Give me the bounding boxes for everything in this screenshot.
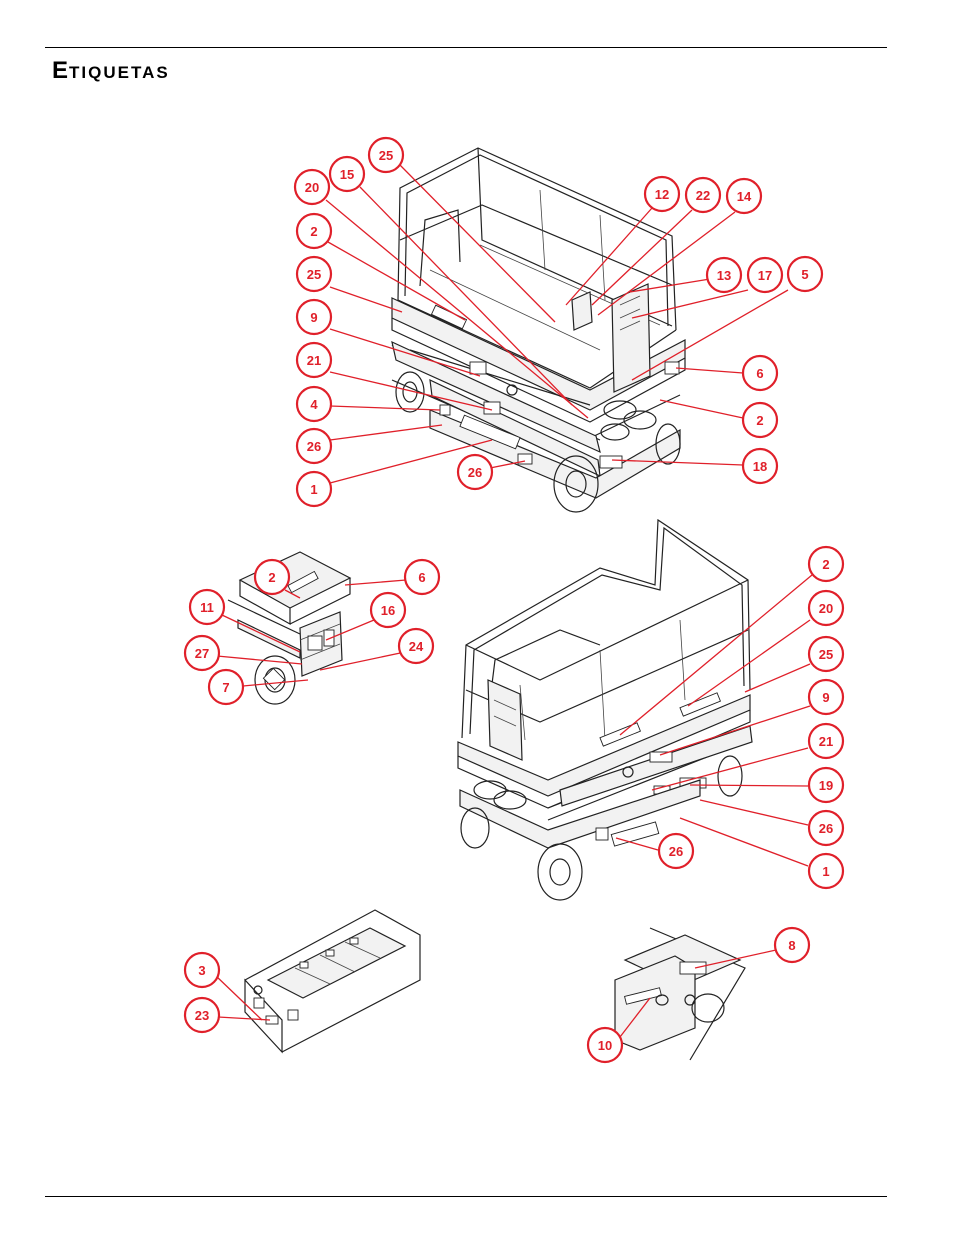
page-title-rest: TIQUETAS: [69, 63, 170, 82]
svg-text:21: 21: [307, 353, 321, 368]
callout-16: 16: [369, 591, 407, 629]
lift-view-middle: [457, 518, 753, 901]
callout-27: 27: [183, 634, 221, 672]
callout-9-b: 9: [807, 678, 845, 716]
bottom-rule: [45, 1196, 887, 1197]
callout-11: 11: [188, 588, 226, 626]
leader-lines: [214, 162, 813, 1038]
callout-20-b: 20: [807, 589, 845, 627]
svg-text:21: 21: [819, 734, 833, 749]
svg-text:26: 26: [819, 821, 833, 836]
callout-2-d: 2: [807, 545, 845, 583]
callout-4: 4: [295, 385, 333, 423]
svg-text:11: 11: [200, 600, 214, 615]
svg-text:9: 9: [822, 690, 829, 705]
callout-23: 23: [183, 996, 221, 1034]
callout-2-c: 2: [253, 558, 291, 596]
callout-25-a: 25: [367, 136, 405, 174]
svg-text:20: 20: [819, 601, 833, 616]
control-compartment-view: [614, 927, 746, 1061]
callout-7: 7: [207, 668, 245, 706]
callout-24: 24: [397, 627, 435, 665]
top-rule: [45, 47, 887, 48]
svg-text:17: 17: [758, 268, 772, 283]
page-title-initial: E: [52, 57, 70, 84]
callout-20-a: 20: [293, 168, 331, 206]
svg-text:23: 23: [195, 1008, 209, 1023]
svg-text:18: 18: [753, 459, 767, 474]
callout-3: 3: [183, 951, 221, 989]
svg-text:8: 8: [788, 938, 795, 953]
svg-text:20: 20: [305, 180, 319, 195]
svg-text:2: 2: [310, 224, 317, 239]
svg-text:1: 1: [310, 482, 317, 497]
callout-10: 10: [586, 1026, 624, 1064]
callout-9-a: 9: [295, 298, 333, 336]
svg-text:3: 3: [198, 963, 205, 978]
svg-text:12: 12: [655, 187, 669, 202]
callout-1-b: 1: [807, 852, 845, 890]
svg-text:27: 27: [195, 646, 209, 661]
svg-text:9: 9: [310, 310, 317, 325]
svg-text:2: 2: [268, 570, 275, 585]
callout-21-a: 21: [295, 341, 333, 379]
callout-26-a: 26: [295, 427, 333, 465]
svg-text:6: 6: [756, 366, 763, 381]
callout-18: 18: [741, 447, 779, 485]
page-title: ETIQUETAS: [52, 57, 170, 85]
svg-text:19: 19: [819, 778, 833, 793]
svg-text:7: 7: [222, 680, 229, 695]
svg-text:25: 25: [307, 267, 321, 282]
callout-14: 14: [725, 177, 763, 215]
callout-25-c: 25: [807, 635, 845, 673]
svg-text:24: 24: [409, 639, 424, 654]
callout-12: 12: [643, 175, 681, 213]
battery-tray-view: [244, 909, 421, 1054]
svg-text:22: 22: [696, 188, 710, 203]
callout-22: 22: [684, 176, 722, 214]
callout-26-d: 26: [657, 832, 695, 870]
svg-text:10: 10: [598, 1038, 612, 1053]
callout-2-b: 2: [741, 401, 779, 439]
callout-25-b: 25: [295, 255, 333, 293]
svg-text:26: 26: [307, 439, 321, 454]
callout-1-a: 1: [295, 470, 333, 508]
callout-6-b: 6: [403, 558, 441, 596]
callout-2-a: 2: [295, 212, 333, 250]
callout-15: 15: [328, 155, 366, 193]
callout-26-b: 26: [456, 453, 494, 491]
svg-text:15: 15: [340, 167, 354, 182]
svg-text:14: 14: [737, 189, 752, 204]
callout-17: 17: [746, 256, 784, 294]
callout-13: 13: [705, 256, 743, 294]
callout-5: 5: [786, 255, 824, 293]
svg-text:6: 6: [418, 570, 425, 585]
svg-text:4: 4: [310, 397, 318, 412]
svg-text:1: 1: [822, 864, 829, 879]
svg-text:5: 5: [801, 267, 808, 282]
callout-26-c: 26: [807, 809, 845, 847]
svg-text:25: 25: [379, 148, 393, 163]
svg-text:2: 2: [756, 413, 763, 428]
callout-19: 19: [807, 766, 845, 804]
svg-text:25: 25: [819, 647, 833, 662]
svg-text:2: 2: [822, 557, 829, 572]
svg-text:26: 26: [669, 844, 683, 859]
svg-text:13: 13: [717, 268, 731, 283]
callout-bubbles: 25 15 20 2 25 9 21 4 26 1 26 12 22 14 13…: [183, 136, 845, 1064]
svg-text:16: 16: [381, 603, 395, 618]
callout-8: 8: [773, 926, 811, 964]
callout-6-a: 6: [741, 354, 779, 392]
svg-text:26: 26: [468, 465, 482, 480]
lift-view-top: [391, 147, 686, 513]
callout-21-b: 21: [807, 722, 845, 760]
